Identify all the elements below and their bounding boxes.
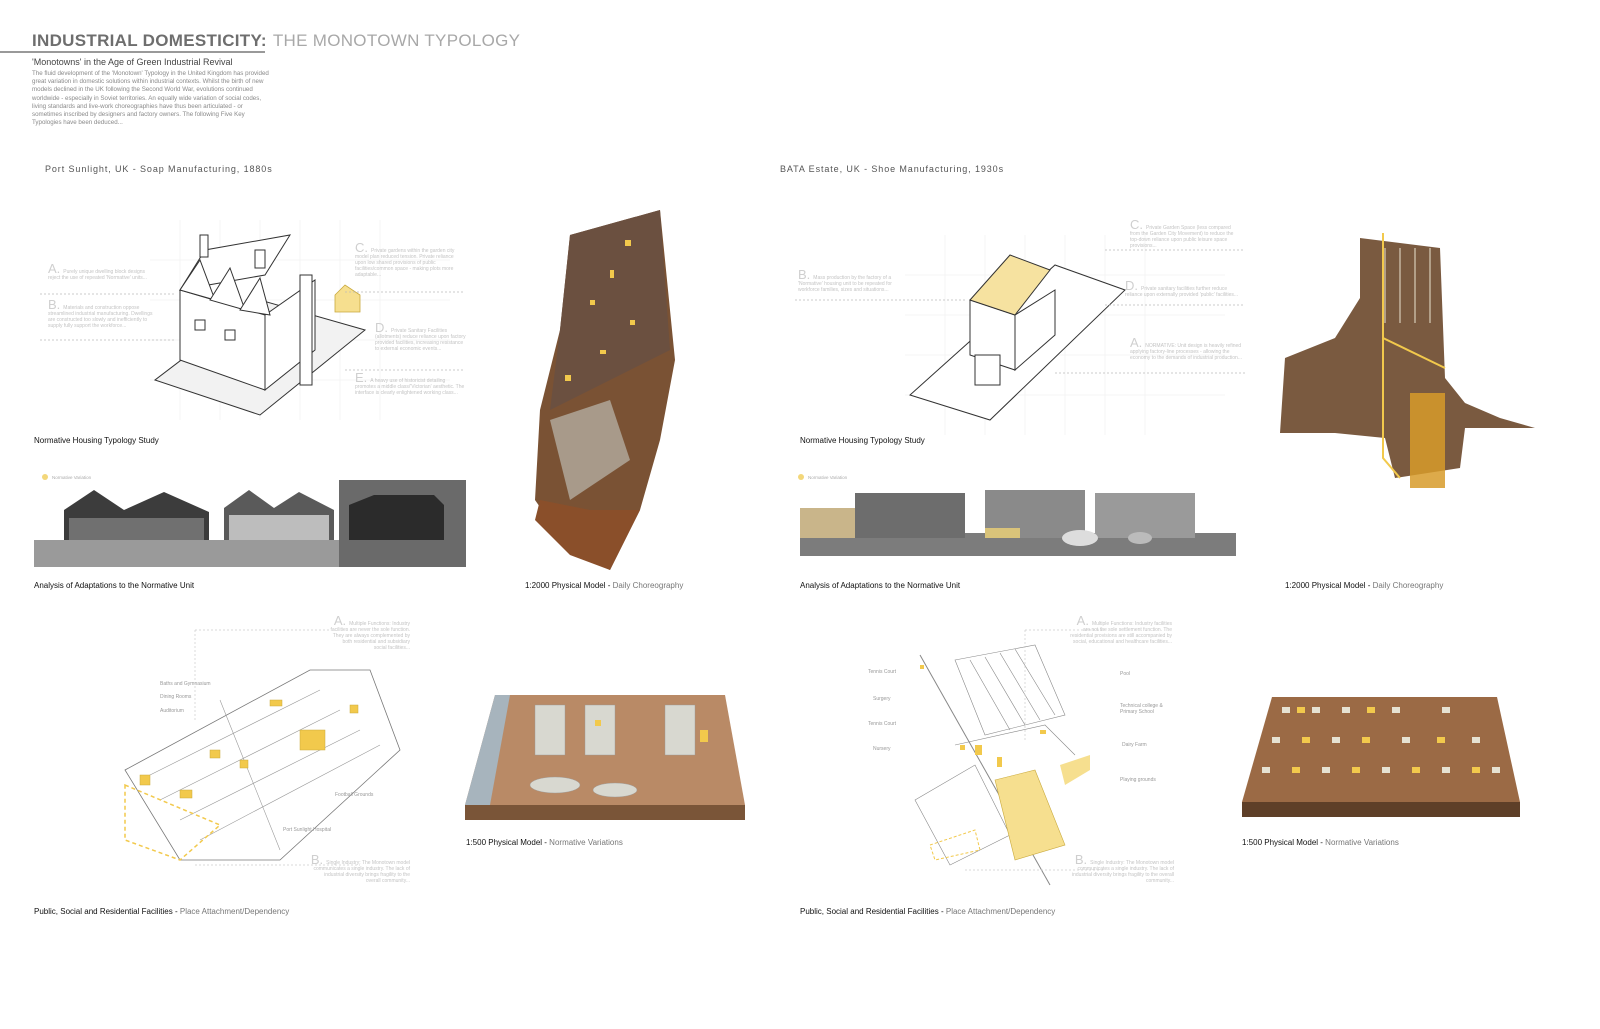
- site-label: Tennis Court: [868, 721, 897, 727]
- title-underline: [0, 51, 265, 53]
- caption-model-2000: 1:2000 Physical Model - Daily Choreograp…: [525, 581, 684, 590]
- caption-housing-study: Normative Housing Typology Study: [800, 436, 925, 445]
- site-label: Surgery: [873, 696, 891, 702]
- caption-model-500: 1:500 Physical Model - Normative Variati…: [1242, 838, 1399, 847]
- site-label: Nursery: [873, 746, 891, 752]
- caption-adaptations: Analysis of Adaptations to the Normative…: [800, 581, 961, 590]
- note-b: B.Mass production by the factory of a 'N…: [798, 267, 892, 293]
- model-1-500-port-sunlight: [465, 695, 745, 820]
- caption-model-2000: 1:2000 Physical Model - Daily Choreograp…: [1285, 581, 1444, 590]
- page-title: INDUSTRIAL DOMESTICITY: THE MONOTOWN TYPO…: [32, 31, 520, 51]
- note-c: C.Private Garden Space (less compared fr…: [1130, 217, 1234, 249]
- site-plan-port-sunlight: [124, 629, 401, 866]
- legend-dot: [798, 474, 804, 480]
- model-1-500-bata: [1242, 697, 1520, 817]
- site-note-a: A.Multiple Functions: Industry facilitie…: [1070, 613, 1172, 645]
- site-label: Port Sunlight Hospital: [283, 827, 332, 833]
- site-note-b: B.Single Industry: The Monotown model co…: [310, 852, 410, 884]
- site-note-b: B.Single Industry: The Monotown model co…: [1072, 852, 1174, 884]
- note-a: A.Purely unique dwelling block designs r…: [48, 261, 147, 281]
- site-label: Tennis Court: [868, 669, 897, 675]
- section-heading-bata-estate: BATA Estate, UK - Shoe Manufacturing, 19…: [780, 164, 1004, 174]
- subtitle: 'Monotowns' in the Age of Green Industri…: [32, 57, 233, 67]
- legend-dot: [42, 474, 48, 480]
- title-main: INDUSTRIAL DOMESTICITY:: [32, 31, 267, 50]
- caption-model-500: 1:500 Physical Model - Normative Variati…: [466, 838, 623, 847]
- site-label: Playing grounds: [1120, 777, 1156, 783]
- note-a: A.NORMATIVE: Unit design is heavily refi…: [1130, 335, 1243, 361]
- intro-paragraph: The fluid development of the 'Monotown' …: [32, 70, 269, 127]
- site-label: Baths and Gymnasium: [160, 681, 211, 687]
- site-note-a: A.Multiple Functions: Industry facilitie…: [330, 613, 411, 651]
- legend-normative-variation: Normative Variation: [42, 474, 91, 480]
- caption-adaptations: Analysis of Adaptations to the Normative…: [34, 581, 195, 590]
- caption-housing-study: Normative Housing Typology Study: [34, 436, 159, 445]
- photo-strip-port-sunlight: [34, 480, 466, 567]
- section-heading-port-sunlight: Port Sunlight, UK - Soap Manufacturing, …: [45, 164, 273, 174]
- caption-facilities: Public, Social and Residential Facilitie…: [800, 907, 1056, 916]
- housing-axonometric-bata: [795, 235, 1245, 435]
- photo-strip-bata: [800, 490, 1236, 556]
- site-label: Dairy Farm: [1122, 742, 1147, 748]
- legend-normative-variation: Normative Variation: [798, 474, 847, 480]
- model-1-2000-bata: [1280, 233, 1535, 488]
- note-c: C.Private gardens within the garden city…: [355, 240, 455, 278]
- note-d: D.Private Sanitary Facilities (allotment…: [375, 320, 466, 352]
- site-label: Pool: [1120, 671, 1131, 677]
- note-b: B.Materials and construction oppose stre…: [48, 297, 153, 329]
- site-label: Dining Rooms: [160, 694, 192, 700]
- site-plan-bata: [914, 629, 1105, 886]
- site-label: Auditorium: [160, 708, 184, 714]
- site-label: Football Grounds: [335, 792, 374, 798]
- note-d: D.Private sanitary facilities further re…: [1125, 278, 1239, 298]
- model-1-2000-port-sunlight: [535, 210, 675, 570]
- site-label: Technical college & Primary School: [1120, 703, 1163, 715]
- housing-axonometric-port-sunlight: [40, 220, 465, 420]
- note-e: E.A heavy use of historicist detailing p…: [355, 370, 465, 396]
- title-sub: THE MONOTOWN TYPOLOGY: [272, 31, 521, 50]
- caption-facilities: Public, Social and Residential Facilitie…: [34, 907, 290, 916]
